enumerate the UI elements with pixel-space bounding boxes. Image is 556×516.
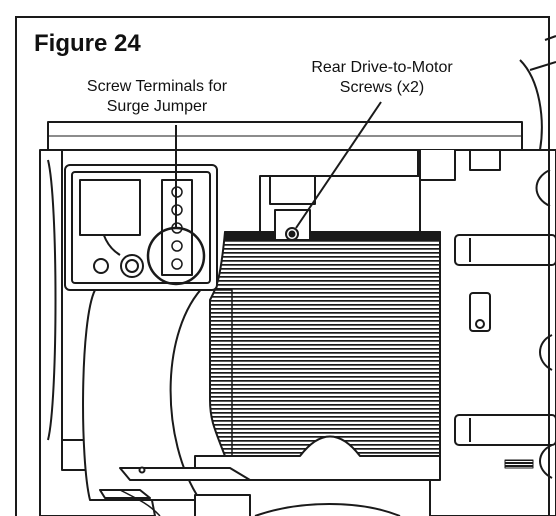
figure-frame: [15, 16, 550, 516]
callout-rear-drive-screws: Rear Drive-to-Motor Screws (x2): [262, 58, 502, 98]
callout-line: Screws (x2): [339, 79, 425, 96]
figure-title: Figure 24: [34, 30, 141, 57]
callout-line: Screw Terminals for: [86, 78, 228, 95]
callout-line: Rear Drive-to-Motor: [311, 59, 453, 76]
callout-line: Surge Jumper: [106, 98, 208, 115]
callout-screw-terminals: Screw Terminals for Surge Jumper: [42, 77, 272, 117]
